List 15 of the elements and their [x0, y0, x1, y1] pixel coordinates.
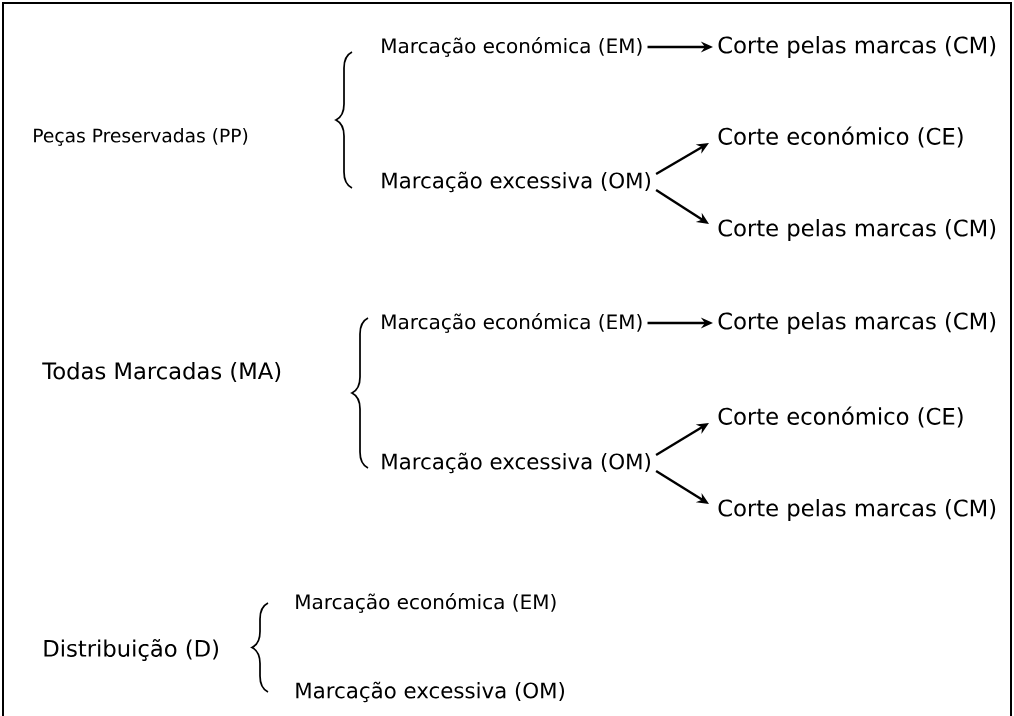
- label-text: Corte pelas marcas (CM): [718, 499, 996, 521]
- label-text: Corte pelas marcas (CM): [718, 36, 996, 58]
- label-text: Marcação excessiva (OM): [382, 171, 650, 193]
- label-text: Marcação económica (EM): [296, 593, 556, 613]
- label-text: Corte pelas marcas (CM): [718, 312, 996, 334]
- label-text: Marcação excessiva (OM): [382, 452, 650, 474]
- label-text: Marcação económica (EM): [382, 37, 642, 57]
- label-text: Corte pelas marcas (CM): [718, 219, 996, 241]
- label-text: Corte económico (CE): [718, 406, 963, 428]
- label-text: Marcação excessiva (OM): [296, 681, 564, 703]
- label-text: Distribuição (D): [44, 639, 218, 661]
- label-text: Marcação económica (EM): [382, 313, 642, 333]
- label-text: Peças Preservadas (PP): [34, 128, 248, 146]
- label-text: Corte económico (CE): [718, 126, 963, 148]
- label-text: Todas Marcadas (MA): [42, 361, 281, 383]
